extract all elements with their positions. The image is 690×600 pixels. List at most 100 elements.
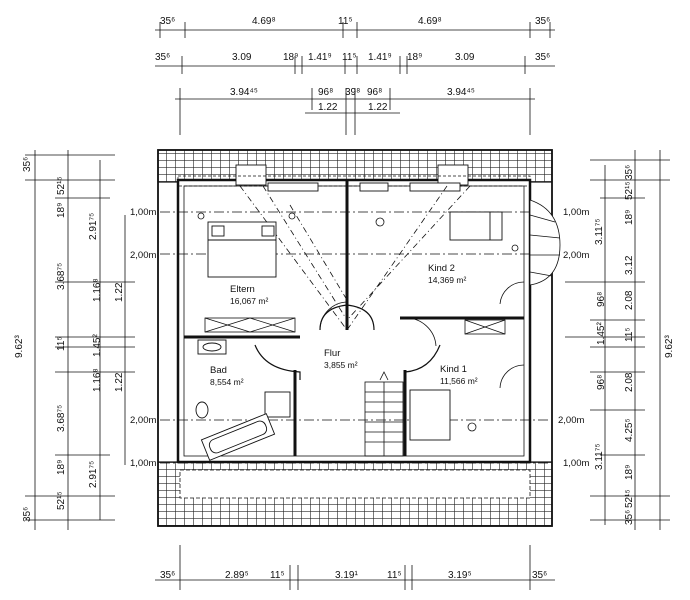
washbasin <box>197 339 227 355</box>
dim-label: 4.69⁸ <box>418 16 442 27</box>
room-name-bad: Bad <box>210 365 227 376</box>
right-dimension-labels: 35⁶ 9.62³ 35⁶ 52¹⁵ 18⁹ 96⁸ 1.45² 96⁸ 18⁹… <box>594 165 675 525</box>
level-label: 2,00m <box>563 250 589 261</box>
dim-label: 18⁹ <box>56 203 67 218</box>
level-label: 2,00m <box>130 250 156 261</box>
dim-label: 11⁵ <box>342 52 357 63</box>
bottom-dimensions <box>155 545 555 590</box>
dim-label: 96⁸ <box>596 375 607 390</box>
dim-label: 35⁶ <box>624 510 635 525</box>
staircase <box>364 371 404 457</box>
dim-label: 35⁶ <box>532 570 547 581</box>
dim-label: 3.68⁷⁵ <box>56 405 67 432</box>
level-label: 1,00m <box>130 207 156 218</box>
wardrobe-kind1 <box>464 319 506 335</box>
dim-label: 2.89⁵ <box>225 570 249 581</box>
room-name-kind2: Kind 2 <box>428 263 455 274</box>
dim-label: 3.19¹ <box>335 570 358 581</box>
dim-label: 35⁶ <box>624 165 635 180</box>
desk-kind1 <box>409 389 451 441</box>
dim-label: 11⁵ <box>387 570 402 581</box>
dim-label: 39⁸ <box>345 87 360 98</box>
dim-label: 3.68⁷⁵ <box>56 263 67 290</box>
dim-label: 3.11⁷⁵ <box>594 444 605 470</box>
room-area-flur: 3,855 m² <box>324 360 358 370</box>
dim-label: 11⁵ <box>624 327 635 342</box>
dim-label: 1.22 <box>114 372 125 392</box>
dim-label: 3.11⁷⁵ <box>594 219 605 245</box>
top-dimension-labels: 35⁶ 4.69⁸ 11⁵ 4.69⁸ 35⁶ 35⁶ 3.09 18⁹ 1.4… <box>155 16 550 113</box>
dim-label: 1.22 <box>318 102 338 113</box>
dim-label: 96⁸ <box>596 292 607 307</box>
dim-label: 18⁹ <box>407 52 422 63</box>
toilet <box>195 401 209 419</box>
level-label: 1,00m <box>563 207 589 218</box>
level-label: 2,00m <box>558 415 584 426</box>
dim-label: 18⁹ <box>56 460 67 475</box>
dim-label: 1.41⁹ <box>308 52 332 63</box>
left-dimensions <box>25 150 135 530</box>
level-label: 2,00m <box>130 415 156 426</box>
dim-label: 1.16⁸ <box>92 368 103 392</box>
dim-label: 52¹⁵ <box>56 491 67 510</box>
dim-label: 3.12 <box>624 255 635 275</box>
room-area-kind2: 14,369 m² <box>428 275 466 285</box>
dim-label: 52¹⁵ <box>624 181 635 200</box>
level-label: 1,00m <box>563 458 589 469</box>
dim-label: 52¹⁵ <box>624 489 635 508</box>
dim-label: 35⁶ <box>535 16 550 27</box>
dim-label: 1.45² <box>92 334 103 357</box>
right-dimensions <box>565 150 670 530</box>
left-dimension-labels: 35⁶ 9.62³ 35⁶ 52¹⁵ 18⁹ 3.68⁷⁵ 11⁵ 3.68⁷⁵… <box>14 157 125 522</box>
dim-label: 3.09 <box>232 52 252 63</box>
spiral-stair <box>529 199 561 286</box>
dim-label: 9.62³ <box>14 335 25 358</box>
bottom-dimension-labels: 35⁶ 2.89⁵ 11⁵ 3.19¹ 11⁵ 3.19⁵ 35⁶ <box>160 570 547 581</box>
dim-label: 96⁸ <box>318 87 333 98</box>
dim-label: 4.69⁸ <box>252 16 276 27</box>
dim-label: 1.22 <box>114 282 125 302</box>
room-area-eltern: 16,067 m² <box>230 296 268 306</box>
dim-label: 35⁶ <box>160 16 175 27</box>
level-labels: 1,00m 2,00m 2,00m 1,00m 1,00m 2,00m 2,00… <box>130 207 589 469</box>
shower <box>264 391 291 418</box>
dim-label: 35⁶ <box>160 570 175 581</box>
dim-label: 3.09 <box>455 52 475 63</box>
dim-label: 35⁶ <box>22 157 33 172</box>
dim-label: 52¹⁵ <box>56 176 67 195</box>
bed-kind2 <box>449 211 503 241</box>
dim-label: 1.22 <box>368 102 388 113</box>
dim-label: 3.94⁴⁵ <box>447 87 475 98</box>
dim-label: 1.45² <box>596 322 607 345</box>
bathtub <box>200 413 276 461</box>
room-area-bad: 8,554 m² <box>210 377 244 387</box>
dim-label: 2.08 <box>624 372 635 392</box>
dim-label: 35⁶ <box>155 52 170 63</box>
room-area-kind1: 11,566 m² <box>440 376 478 386</box>
dim-label: 11⁵ <box>270 570 285 581</box>
dim-label: 96⁸ <box>367 87 382 98</box>
dim-label: 3.19⁵ <box>448 570 472 581</box>
dim-label: 18⁹ <box>624 465 635 480</box>
room-name-kind1: Kind 1 <box>440 364 467 375</box>
dim-label: 9.62³ <box>664 335 675 358</box>
dim-label: 1.41⁹ <box>368 52 392 63</box>
level-label: 1,00m <box>130 458 156 469</box>
dim-label: 1.16⁸ <box>92 278 103 302</box>
dim-label: 2.91⁷⁵ <box>88 213 99 240</box>
room-name-eltern: Eltern <box>230 284 255 295</box>
dim-label: 11⁵ <box>338 16 353 27</box>
dim-label: 35⁶ <box>535 52 550 63</box>
roof-top <box>157 149 553 183</box>
dim-label: 11⁵ <box>56 336 67 351</box>
dim-label: 2.91⁷⁵ <box>88 461 99 488</box>
room-name-flur: Flur <box>324 348 340 359</box>
dim-label: 18⁹ <box>283 52 298 63</box>
building <box>157 149 561 527</box>
top-dimensions <box>155 22 555 135</box>
dim-label: 4.25⁵ <box>624 418 635 442</box>
dim-label: 2.08 <box>624 290 635 310</box>
dim-label: 35⁶ <box>22 507 33 522</box>
dim-label: 3.94⁴⁵ <box>230 87 258 98</box>
